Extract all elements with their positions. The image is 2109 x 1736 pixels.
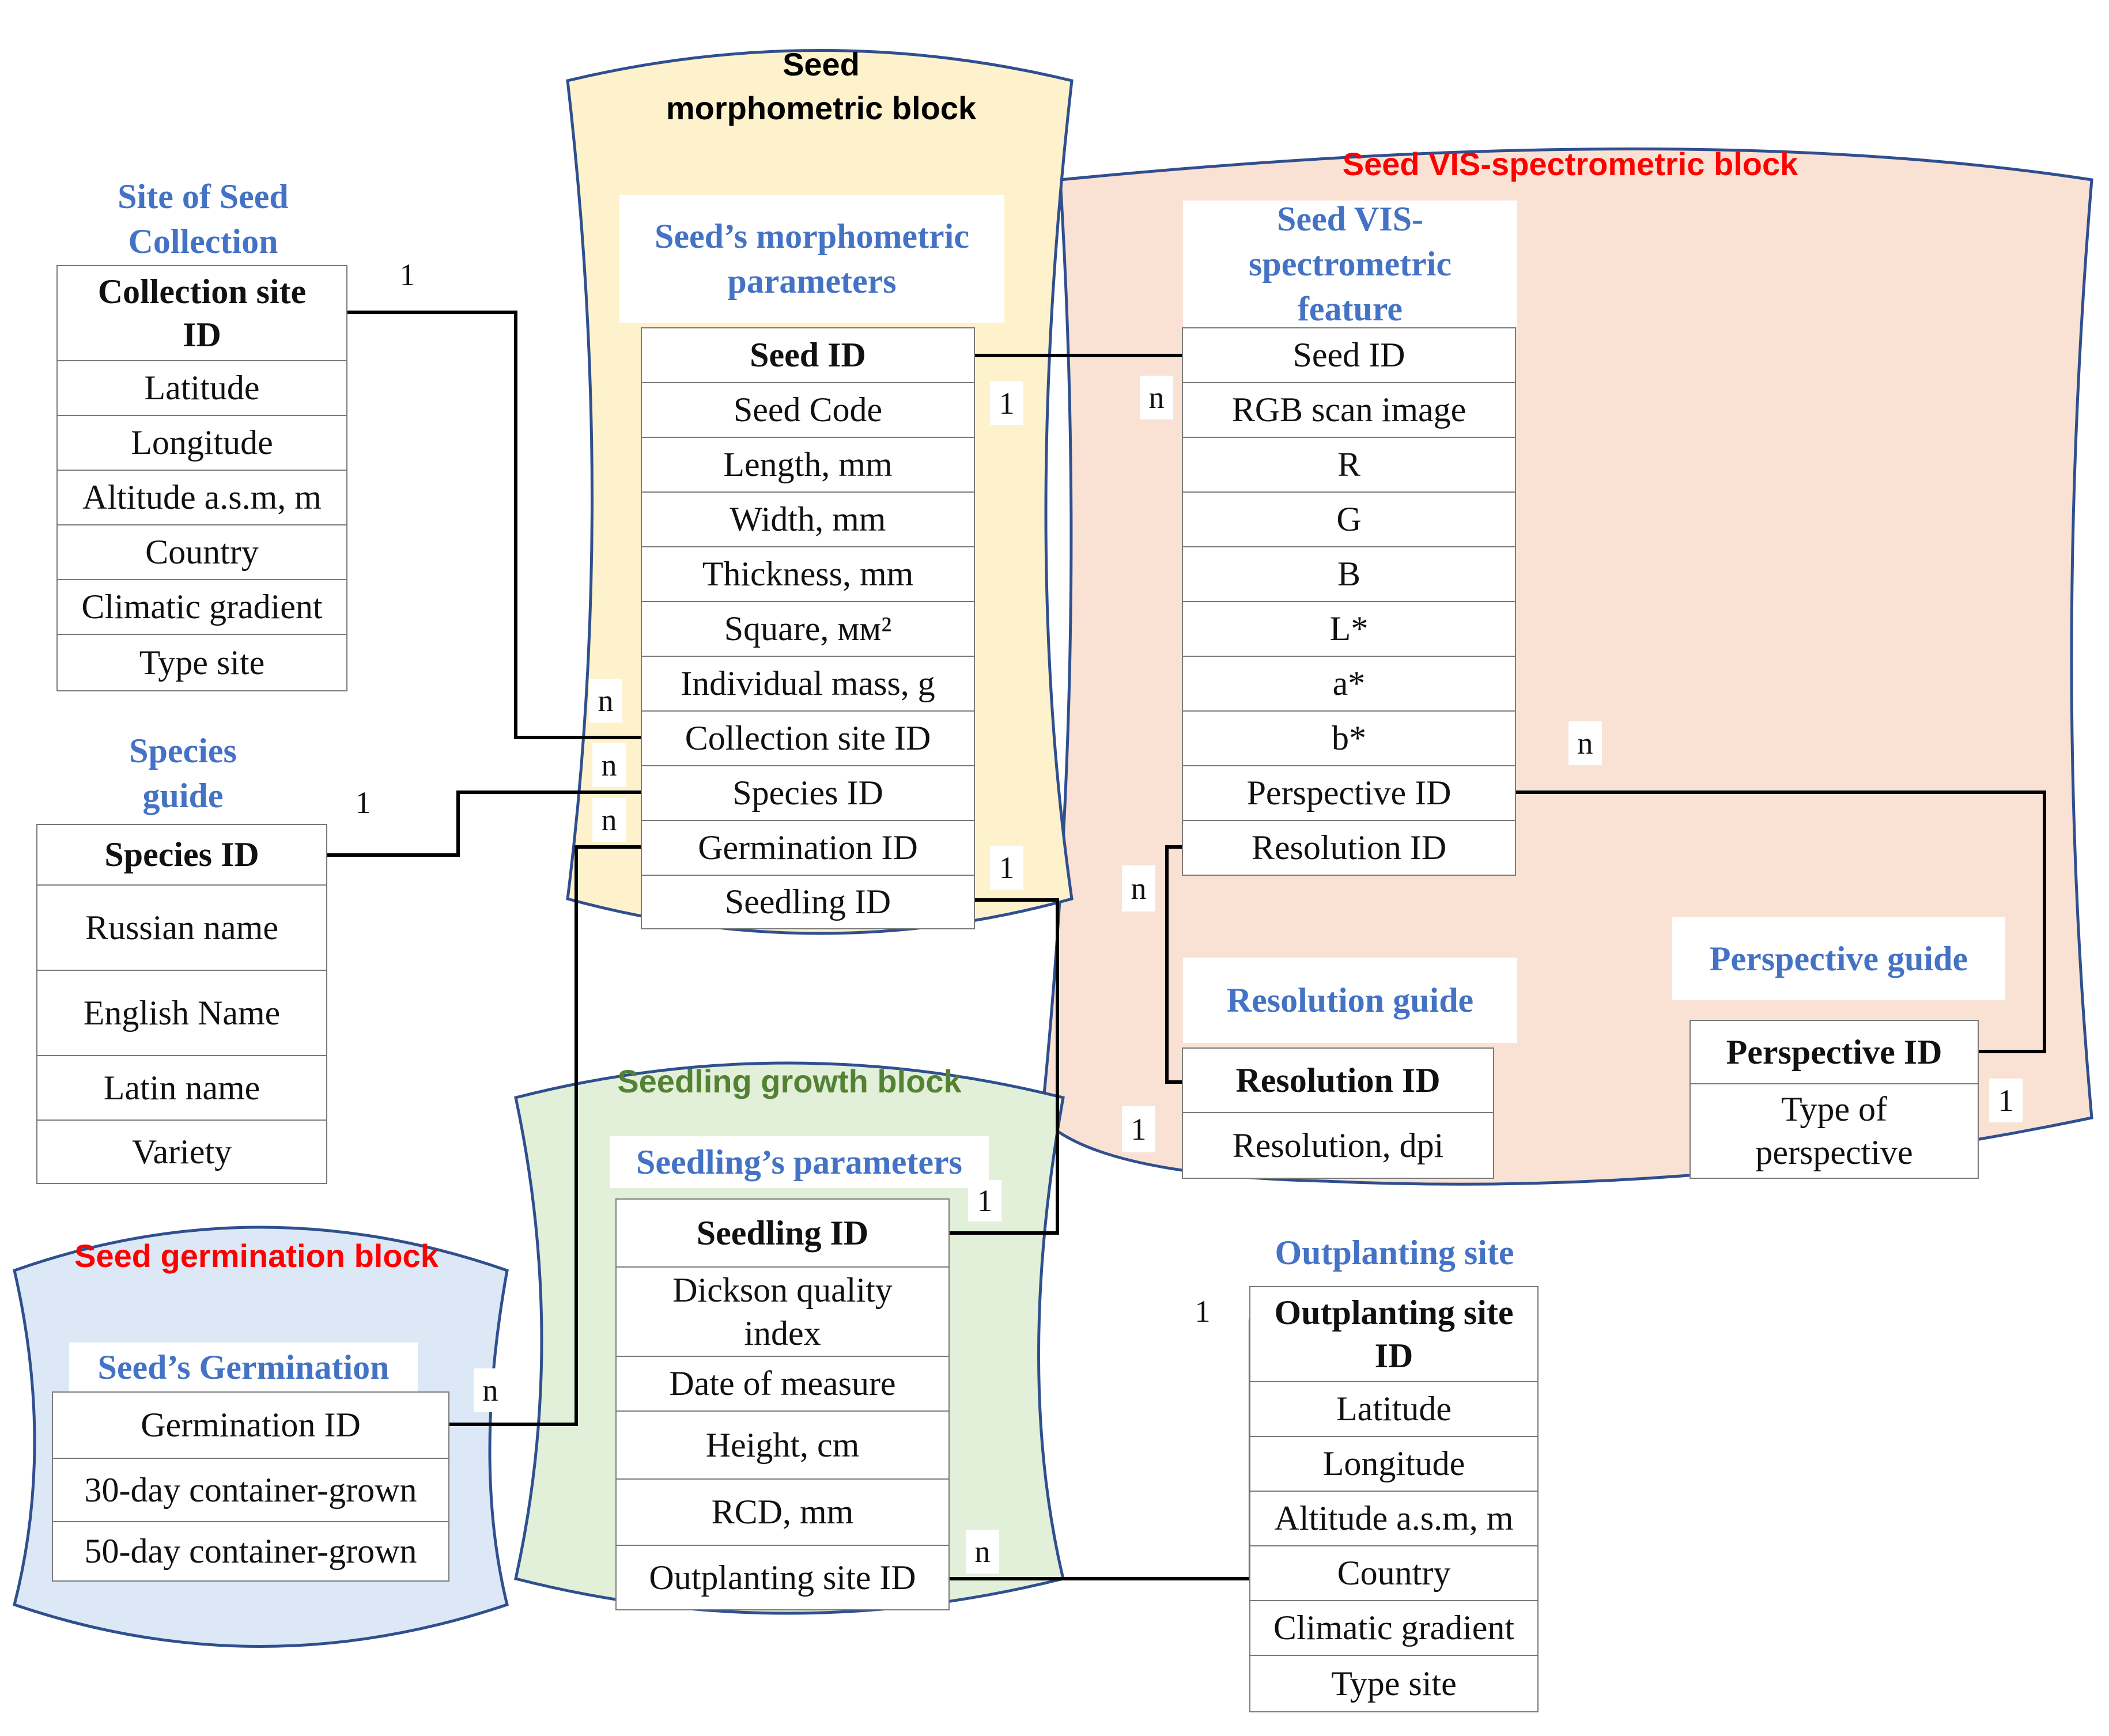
table-row: Resolution ID [1251,829,1447,867]
table-row: Square, мм² [642,602,974,657]
cardinality-label: n [589,679,622,723]
growth-block-title: Seedling growth block [617,1063,962,1100]
table-row: Germination ID [642,821,974,876]
table-row: Date of measure [617,1357,948,1412]
table-row: Latin name [37,1056,326,1121]
table-row: R [1183,438,1515,493]
species-id-key: Species ID [37,825,326,886]
cardinality-label: 1 [1989,1079,2023,1122]
collection-site-table: Collection site ID Latitude Longitude Al… [56,265,347,691]
morphometric-block-title: Seed morphometric block [666,46,977,126]
table-row: Seed ID [1183,328,1515,383]
table-row: b* [1183,712,1515,766]
table-row: 30-day container-grown [53,1459,448,1522]
table-row: Longitude [58,416,346,471]
resolution-table-title: Resolution guide [1183,958,1517,1043]
link-resolution [1165,845,1183,1084]
cardinality-label: 1 [968,1180,1001,1221]
species-guide-table: Species ID Russian name English Name Lat… [36,824,327,1184]
morphometric-table: Seed ID Seed Code Length, mm Width, mm T… [641,327,975,929]
table-row: Country [1250,1546,1537,1601]
seedling-parameters-table: Seedling ID Dickson quality index Date o… [615,1198,950,1610]
cardinality-label: 1 [990,846,1023,890]
table-row: Altitude a.s.m, m [1250,1492,1537,1546]
morphometric-table-title: Seed’s morphometric parameters [619,195,1004,323]
table-row: Thickness, mm [642,547,974,602]
table-row: Variety [131,1132,232,1171]
table-row: Seed Code [642,383,974,438]
table-row: English Name [37,971,326,1056]
table-row: RCD, mm [617,1480,948,1546]
table-row: L* [1183,602,1515,657]
table-row: Species ID [642,766,974,821]
table-row: Country [58,525,346,580]
link-germination [449,845,642,1426]
table-row: Germination ID [53,1393,448,1459]
table-row: Russian name [37,886,326,971]
perspective-table-title: Perspective guide [1672,917,2005,1000]
germination-table: Germination ID 30-day container-grown 50… [52,1391,449,1582]
germination-block-title: Seed germination block [74,1238,439,1274]
outplanting-table-title: Outplanting site [1275,1234,1514,1272]
vis-feature-table: Seed ID RGB scan image R G B L* a* b* Pe… [1182,327,1516,876]
link-collection-site [347,311,642,739]
resolution-id-key: Resolution ID [1183,1049,1493,1113]
cardinality-label: 1 [990,381,1023,425]
cardinality-label: 1 [393,255,422,295]
seed-id-key: Seed ID [642,328,974,383]
table-row: Longitude [1250,1437,1537,1492]
table-row: Climatic gradient [1250,1601,1537,1656]
perspective-guide-table: Perspective ID Type of perspective [1690,1020,1979,1179]
table-row: Perspective ID [1183,766,1515,821]
germination-table-title: Seed’s Germination [69,1342,418,1391]
table-row: Latitude [1250,1382,1537,1437]
collection-site-id-key: Collection site ID [58,266,346,361]
table-row: Width, mm [642,493,974,547]
cardinality-label: n [1140,376,1173,419]
table-row: Type site [139,643,265,682]
species-table-title: Species guide [129,732,237,815]
cardinality-label: n [592,743,626,787]
link-perspective [1514,791,2046,1053]
cardinality-label: 1 [349,782,377,823]
cardinality-label: 1 [1186,1291,1219,1332]
cardinality-label: n [1122,865,1155,912]
table-row: Outplanting site ID [649,1558,916,1597]
seedling-table-title: Seedling’s parameters [610,1136,989,1188]
seedling-id-key: Seedling ID [617,1200,948,1268]
table-row: Length, mm [642,438,974,493]
cardinality-label: n [966,1530,999,1574]
table-row: Climatic gradient [58,580,346,635]
cardinality-label: 1 [1122,1106,1155,1152]
table-row: Dickson quality index [617,1268,948,1357]
vis-block-title: Seed VIS-spectrometric block [1342,146,1798,183]
table-row: 50-day container-grown [84,1532,417,1570]
link-seedling [950,898,1059,1235]
table-row: a* [1183,657,1515,712]
table-row: Resolution, dpi [1232,1126,1444,1164]
table-row: Altitude a.s.m, m [58,471,346,525]
perspective-id-key: Perspective ID [1691,1021,1978,1084]
outplanting-site-table: Outplanting site ID Latitude Longitude A… [1249,1286,1539,1712]
outplanting-site-id-key: Outplanting site ID [1250,1287,1537,1382]
cardinality-label: n [1568,721,1602,765]
cardinality-label: n [592,798,626,842]
table-row: B [1183,547,1515,602]
table-row: Latitude [58,361,346,416]
collection-table-title: Site of Seed Collection [118,177,289,260]
table-row: Seedling ID [724,883,891,921]
table-row: Individual mass, g [642,657,974,712]
link-species [326,791,642,857]
cardinality-label: n [474,1368,507,1412]
table-row: Collection site ID [642,712,974,766]
vis-table-title: Seed VIS- spectrometric feature [1183,200,1517,328]
table-row: G [1183,493,1515,547]
table-row: RGB scan image [1183,383,1515,438]
resolution-guide-table: Resolution ID Resolution, dpi [1182,1047,1494,1179]
table-row: Height, cm [617,1412,948,1480]
table-row: Type site [1331,1664,1457,1703]
table-row: Type of perspective [1755,1090,1913,1171]
